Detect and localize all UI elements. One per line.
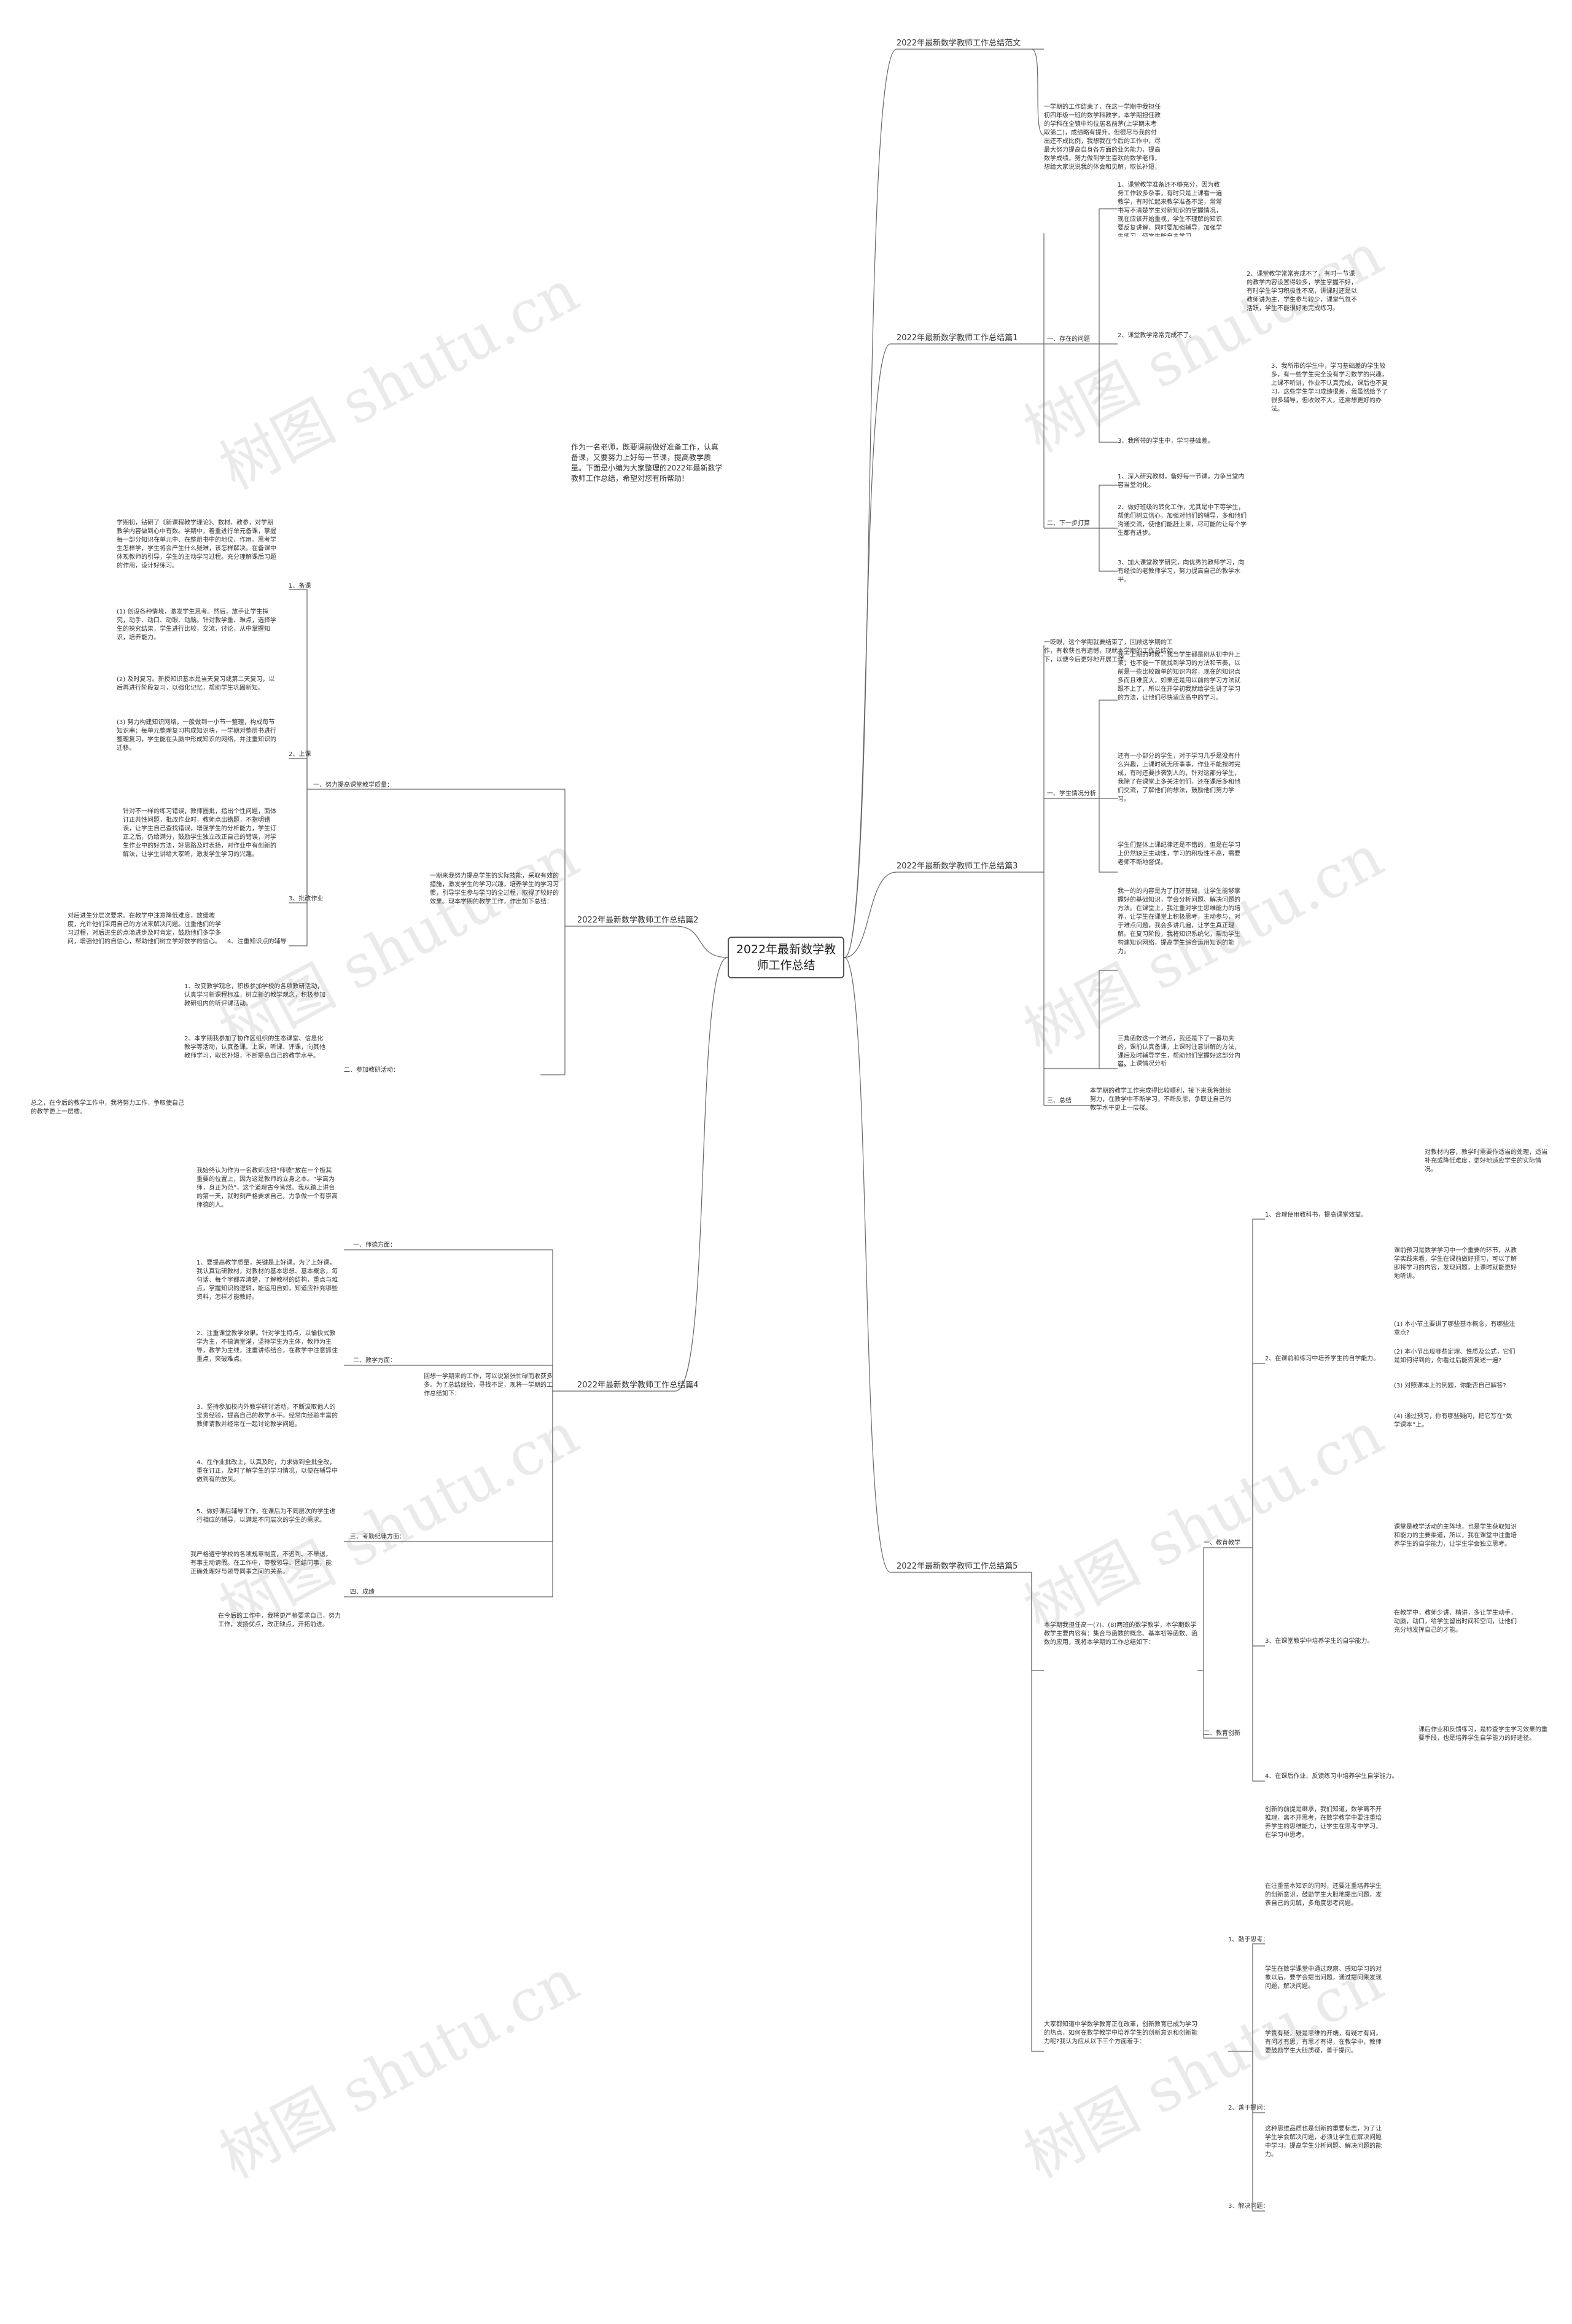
p1-sec1[interactable]: 一、存在的问题 bbox=[1047, 336, 1090, 343]
p2-t4: 对后进生分层次要求。在教学中注意降低难度，放缓坡度，允许他们采用自己的方法来解决… bbox=[68, 913, 221, 945]
p1-q2-title: 2、课堂教学常常完成不了。 bbox=[1118, 332, 1196, 339]
branch-p1[interactable]: 2022年最新数学教师工作总结篇1 bbox=[897, 333, 1018, 343]
p1-q2: 2、课堂教学常常完成不了，有时一节课的教学内容设置得较多，学生掌握不好，有时学生… bbox=[1247, 271, 1357, 312]
p1-plan1: 1、深入研究教材，备好每一节课，力争当堂内容当堂消化。 bbox=[1118, 474, 1245, 489]
p5-a2a: (1) 本小节主要讲了哪些基本概念，有哪些注意点? bbox=[1394, 1321, 1516, 1336]
p4-e5: 5、做好课后辅导工作，在课后为不同层次的学生进行相应的辅导，以满足不同层次的学生… bbox=[196, 1508, 336, 1524]
p5-a2t: 课前预习是数学学习中一个重要的环节，从教学实践来看，学生在课前做好预习，可以了解… bbox=[1394, 1247, 1517, 1280]
branch-p5[interactable]: 2022年最新数学教师工作总结篇5 bbox=[897, 1562, 1018, 1571]
p2-b3[interactable]: 3、批改作业 bbox=[289, 895, 324, 902]
p5-n1[interactable]: 1、勤于思考： bbox=[1228, 1936, 1269, 1943]
p1-q1: 1、课堂教学准备还不够充分，因为教务工作较多杂事，有时只是上课看一遍教学，有时忙… bbox=[1118, 182, 1222, 236]
p3-intro: 一眨眼，这个学期就要结束了，回顾这学期的工作，有收获也有遗憾，现就本学期的工作总… bbox=[1044, 639, 1173, 663]
p2-r1: 1、改变教学观念，积极参加学校的各项教研活动，认真学习新课程标准，树立新的教学观… bbox=[184, 983, 325, 1007]
p2-t2b: (2) 及时复习。新授知识基本是当天复习或第二天复习，以后再进行阶段复习，以强化… bbox=[117, 676, 275, 692]
p5-a3t: 课堂是教学活动的主阵地，也是学生获取知识和能力的主要渠道，所以，我在课堂中注重培… bbox=[1394, 1524, 1517, 1548]
p5-a4t: 课后作业和反馈练习，是检查学生学习效果的重要手段，也是培养学生自学能力的好途径。 bbox=[1418, 1726, 1547, 1742]
p3-sum: 本学期的教学工作完成得比较顺利，接下来我将继续努力，在教学中不断学习，不断反思，… bbox=[1090, 1088, 1231, 1112]
p1-q3: 3、我所带的学生中，学习基础差的学生较多，有一些学生完全没有学习数学的兴趣，上课… bbox=[1271, 363, 1388, 413]
p5-a2d: (4) 通过预习，你有哪些疑问，把它写在“数学课本”上。 bbox=[1394, 1413, 1512, 1429]
p5-sec2[interactable]: 二、教育创新 bbox=[1204, 1730, 1240, 1737]
p4-e3: 3、坚持参加校内外教学研讨活动，不断汲取他人的宝贵经验，提高自己的教学水平。经常… bbox=[196, 1404, 338, 1428]
p5-a1[interactable]: 1、合理使用教科书，提高课堂效益。 bbox=[1265, 1212, 1368, 1219]
p1-plan2: 2、做好班级的转化工作，尤其是中下等学生，帮他们树立信心，加强对他们的辅导，多和… bbox=[1118, 504, 1247, 537]
p1-plan3: 3、加大课堂教学研究，向优秀的教师学习，向有经验的老教师学习，努力提高自己的教学… bbox=[1118, 560, 1245, 583]
p4-summary: 回想一学期来的工作，可以说紧张忙碌而收获多多。为了总结经验，寻找不足，现将一学期… bbox=[424, 1373, 553, 1397]
p4-k1: 我严格遵守学校的各项规章制度，不迟到、不早退，有事主动请假。在工作中，尊敬领导、… bbox=[190, 1551, 332, 1575]
p5-a2c: (3) 对照课本上的例题，你能否自己解答? bbox=[1394, 1382, 1506, 1389]
p2-r2: 2、本学期我参加了协作区组织的生态课堂、信息化教学等活动，认真备课、上课，听课、… bbox=[184, 1035, 325, 1059]
p3-s3: 学生们整体上课纪律还是不错的，但是在学习上仍然缺乏主动性，学习的积极性不高，需要… bbox=[1118, 842, 1240, 866]
p4-e2: 2、注重课堂教学效果。针对学生特点，以愉快式教学为主，不搞满堂灌，坚持学生为主体… bbox=[196, 1330, 338, 1363]
p5-a2[interactable]: 2、在课前和练习中培养学生的自学能力。 bbox=[1265, 1355, 1380, 1362]
p5-n2t2: 学贵有疑，疑是思维的开端，有疑才有问，有问才有思，有思才有得，在教学中，教师要鼓… bbox=[1265, 2030, 1382, 2054]
p5-n2t: 学生在数学课堂中通过观察、感知学习的对象以后，要学会提出问题，通过提问来发现问题… bbox=[1265, 1966, 1382, 1990]
intro-text: 作为一名老师，既要课前做好准备工作，认真备课，又要努力上好每一节课，提高教学质量… bbox=[571, 443, 723, 483]
p2-b1[interactable]: 1、备课 bbox=[289, 583, 311, 590]
p4-e4: 4、在作业批改上，认真及时，力求做到全批全改，重在订正，及时了解学生的学习情况，… bbox=[196, 1459, 338, 1483]
p3-s1: 我一上期的时候，我当学生都是刚从初中升上来，也不能一下就找到学习的方法和节奏，以… bbox=[1118, 652, 1240, 701]
root-node[interactable]: 2022年最新数学教师工作总结 bbox=[728, 937, 844, 978]
fanwen-text: 一学期的工作结束了，在这一学期中我担任初四年级一班的数学科教学，本学期担任教的学… bbox=[1044, 104, 1161, 170]
p5-n3[interactable]: 3、解决问题： bbox=[1228, 2203, 1269, 2210]
p5-n1t: 创新的前提是继承，我们知道，数学离不开推理，离不开思考，在数学教学中要注重培养学… bbox=[1265, 1806, 1382, 1839]
p5-a2b: (2) 本小节出现哪些定理、性质及公式，它们是如何得到的，你看过后能否复述一遍? bbox=[1394, 1349, 1516, 1364]
p3-c2: 三角函数这一个难点，我还是下了一番功夫的，课前认真备课，上课时注意讲解的方法，课… bbox=[1118, 1035, 1240, 1068]
p4-g1: 在今后的工作中，我将更严格要求自己，努力工作，发扬优点，改正缺点，开拓前进。 bbox=[218, 1613, 341, 1628]
p5-n3t: 这种思维品质也是创新的重要标志，为了让学生学会解决问题，必须让学生在解决问题中学… bbox=[1265, 2126, 1382, 2158]
p5-n2[interactable]: 2、善于提问： bbox=[1228, 2105, 1269, 2111]
p3-sec2[interactable]: 二、上课情况分析 bbox=[1118, 1061, 1167, 1067]
p5-a4[interactable]: 4、在课后作业、反馈练习中培养学生自学能力。 bbox=[1265, 1773, 1398, 1780]
branch-p4[interactable]: 2022年最新数学教师工作总结篇4 bbox=[577, 1381, 699, 1390]
p5-sec1[interactable]: 一、教育教学 bbox=[1204, 1540, 1240, 1546]
p2-sec2[interactable]: 二、参加教研活动： bbox=[344, 1067, 399, 1074]
p2-sec1[interactable]: 一、努力提高课堂教学质量： bbox=[313, 782, 393, 789]
p2-end: 总之，在今后的教学工作中，我将努力工作，争取使自己的教学更上一层楼。 bbox=[31, 1100, 184, 1115]
p4-sec2[interactable]: 二、教学方面： bbox=[353, 1357, 396, 1364]
p4-m1: 我始终认为作为一名教师应把“师德”放在一个极其重要的位置上，因为这是教师的立身之… bbox=[196, 1168, 338, 1209]
p5-a3[interactable]: 3、在课堂教学中培养学生的自学能力。 bbox=[1265, 1638, 1374, 1645]
p2-summary: 一期来我努力提高学生的实际技能，采取有效的措施，激发学生的学习兴趣，培养学生的学… bbox=[430, 873, 559, 905]
branch-p2[interactable]: 2022年最新数学教师工作总结篇2 bbox=[577, 916, 699, 925]
p3-c1: 我一的的内容是为了打好基础，让学生能够掌握好的基础知识，学会分析问题、解决问题的… bbox=[1118, 888, 1240, 955]
p5-n1t2: 在注重基本知识的同时，还要注重培养学生的创新意识，鼓励学生大胆地提出问题，发表自… bbox=[1265, 1883, 1382, 1907]
p1-sec2[interactable]: 二、下一步打算 bbox=[1047, 520, 1090, 527]
branch-fanwen[interactable]: 2022年最新数学教师工作总结范文 bbox=[897, 39, 1021, 48]
p2-t3: 针对不一样的练习错误，教师圈批，指出个性问题，面体订正共性问题，批改作业时，教师… bbox=[123, 808, 276, 858]
p2-t1: 学期初，钻研了《新课程教学理论》、数材、教参，对学期教学内容做到心中有数。学期中… bbox=[117, 520, 276, 569]
p1-q3-title: 3、我所带的学生中，学习基础差。 bbox=[1118, 438, 1214, 445]
root-title: 2022年最新数学教师工作总结 bbox=[736, 943, 836, 972]
p4-sec1[interactable]: 一、师德方面： bbox=[353, 1242, 396, 1249]
p5-intro1: 本学期我担任高一(7)、(8)两班的数学教学，本学期数学教学主要内容有：集合与函… bbox=[1044, 1622, 1197, 1646]
p2-b2[interactable]: 2、上课 bbox=[289, 751, 311, 758]
p5-a3t2: 在教学中，教师少讲、精讲，多让学生动手，动脑，动口，给学生留出时间和空间，让他们… bbox=[1394, 1610, 1517, 1634]
p3-s2: 还有一小部分的学生，对于学习几乎是没有什么兴趣，上课时就无所事事，作业不能按时完… bbox=[1118, 753, 1240, 803]
p4-sec4[interactable]: 四、成绩 bbox=[350, 1589, 375, 1596]
p3-sec1[interactable]: 一、学生情况分析 bbox=[1047, 790, 1096, 797]
p4-sec3[interactable]: 三、考勤纪律方面： bbox=[350, 1534, 405, 1540]
p3-sec3[interactable]: 三、总结 bbox=[1047, 1098, 1072, 1104]
p4-e1: 1、要提高教学质量，关键是上好课。为了上好课，我认真钻研教材，对教材的基本思想、… bbox=[196, 1260, 338, 1301]
p5-intro2: 大家都知道中学数学教育正在改革，创新教育已成为学习的热点，如何在数学教学中培养学… bbox=[1044, 2021, 1197, 2045]
p2-b4[interactable]: 4、注重知识点的辅导 bbox=[227, 938, 287, 945]
p2-t2a: (1) 创设各种情境，激发学生思考。然后，放手让学生探究，动手、动口、动眼、动脑… bbox=[117, 609, 276, 641]
branch-p3[interactable]: 2022年最新数学教师工作总结篇3 bbox=[897, 862, 1018, 871]
p2-t2c: (3) 努力构建知识网络，一般做到一小节一整理，构成每节知识串；每单元整理复习构… bbox=[117, 719, 276, 752]
p5-a1t: 对教材内容，教学时需要作适当的处理，适当补充或降低难度，更好地适应学生的实际情况… bbox=[1425, 1149, 1547, 1173]
